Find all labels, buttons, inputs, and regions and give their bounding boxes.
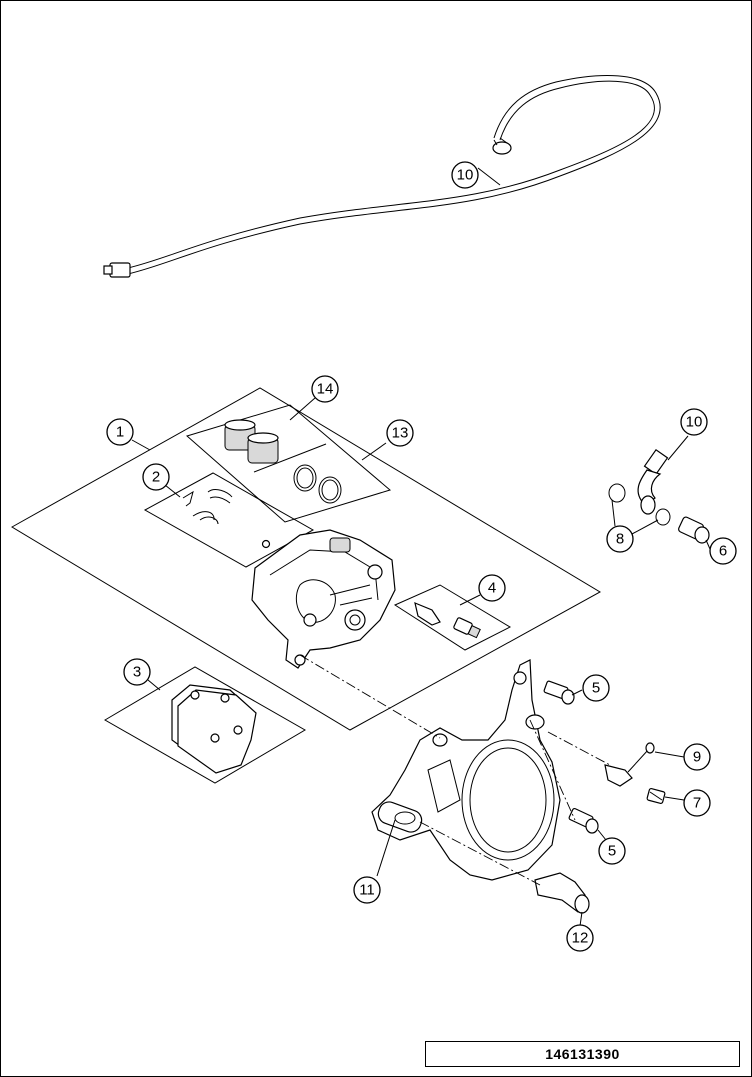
callout-12: 12 [566, 924, 594, 952]
callout-10-right: 10 [680, 408, 708, 436]
kit-outline-3 [104, 666, 306, 784]
svg-text:10: 10 [686, 414, 703, 431]
svg-text:5: 5 [608, 843, 616, 860]
brake-caliper [251, 529, 396, 669]
brake-line-banjo [608, 448, 671, 526]
callout-5-lower: 5 [598, 837, 626, 865]
svg-text:2: 2 [152, 469, 160, 486]
svg-text:13: 13 [392, 425, 409, 442]
svg-text:7: 7 [693, 795, 701, 812]
svg-text:14: 14 [317, 381, 334, 398]
svg-text:11: 11 [359, 882, 375, 899]
svg-text:3: 3 [133, 664, 141, 681]
callout-14: 14 [311, 375, 339, 403]
hose-holder [604, 742, 655, 787]
callout-11: 11 [353, 876, 381, 904]
svg-text:6: 6 [719, 543, 727, 560]
callout-3: 3 [123, 658, 151, 686]
banjo-bolt [678, 516, 710, 544]
callout-10-top: 10 [451, 161, 479, 189]
pad-pin-kit [182, 489, 271, 549]
drawing-number: 146131390 [545, 1046, 620, 1062]
carrier-bolt-upper [543, 680, 575, 705]
callout-7: 8 [606, 525, 634, 553]
callout-13: 13 [386, 419, 414, 447]
svg-text:5: 5 [592, 680, 600, 697]
svg-text:10: 10 [457, 167, 474, 184]
callout-6: 6 [709, 537, 737, 565]
callout-8: 9 [683, 743, 711, 771]
brake-line-long [103, 75, 661, 278]
seal-rings [293, 464, 342, 504]
drawing-number-box: 146131390 [425, 1041, 740, 1067]
kit-outline-4 [393, 584, 512, 651]
svg-text:1: 1 [116, 424, 124, 441]
svg-text:12: 12 [572, 930, 589, 947]
assembly-axis-lines [299, 654, 611, 886]
callout-4: 4 [478, 574, 506, 602]
axle-spacer [534, 872, 590, 914]
callout-1: 1 [106, 418, 134, 446]
callout-9: 7 [683, 789, 711, 817]
assembly-outline-1 [11, 387, 602, 731]
callout-2: 2 [142, 463, 170, 491]
caliper-carrier [371, 659, 561, 881]
svg-text:8: 8 [616, 531, 624, 548]
carrier-bolt-lower [568, 807, 599, 834]
svg-text:4: 4 [488, 580, 496, 597]
brake-pads [171, 684, 257, 774]
leader-lines [131, 167, 711, 927]
kit-outline-14 [185, 404, 392, 523]
callout-5-upper: 5 [582, 674, 610, 702]
svg-text:9: 9 [693, 749, 701, 766]
caliper-pistons [224, 419, 279, 464]
bleeder-kit [414, 602, 481, 639]
kit-outline-2 [143, 472, 315, 568]
holder-screw [646, 787, 666, 805]
